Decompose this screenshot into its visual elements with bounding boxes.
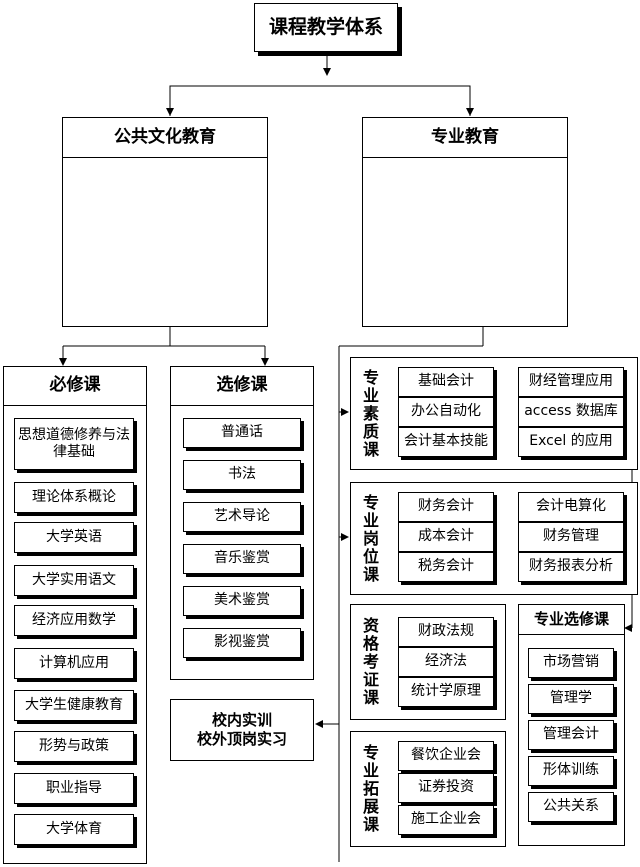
pro-elective-header [518,604,625,635]
quality-course-label: 财经管理应用 [529,373,613,390]
quality-course [398,397,494,427]
post-course [518,492,624,522]
required-course-label: 职业指导 [46,779,102,796]
quality-course-label: Excel 的应用 [529,433,613,450]
certificate-course [398,617,494,647]
post-group-label: 专业岗位课 [360,493,379,584]
quality-course [518,397,624,427]
quality-course-label: 会计基本技能 [404,433,488,450]
required-title: 必修课 [49,375,101,396]
required-header [3,366,147,406]
pro-elective-course [528,720,614,750]
certificate-group-label: 资格考证课 [360,617,379,707]
quality-course-label: 基础会计 [418,373,474,390]
pro-elective-course-label: 管理学 [550,690,592,707]
pro-elective-course [528,684,614,714]
extension-course [398,773,494,803]
quality-course [518,367,624,397]
extension-course [398,741,494,771]
elective-course [183,502,301,532]
post-course-label: 成本会计 [418,528,474,545]
quality-group-label: 专业素质课 [360,368,379,459]
public-education-title: 公共文化教育 [114,126,216,147]
required-course-label: 理论体系概论 [32,488,116,505]
pro-elective-course-label: 形体训练 [543,762,599,779]
required-course [14,418,134,470]
quality-course [398,367,494,397]
extension-course-label: 证券投资 [418,779,474,796]
post-course-label: 会计电算化 [536,498,606,515]
required-course [14,605,134,636]
required-course [14,731,134,762]
post-course [398,552,494,582]
branch-line [169,85,471,116]
root-box [254,3,398,52]
certificate-course-label: 经济法 [425,653,467,670]
post-course [398,522,494,552]
post-course [518,552,624,582]
elective-course-label: 书法 [228,466,256,483]
required-course-label: 经济应用数学 [32,611,116,628]
extension-group-label: 专业拓展课 [360,744,379,834]
certificate-course-label: 统计学原理 [411,683,481,700]
post-course-label: 税务会计 [418,558,474,575]
quality-course [398,427,494,457]
required-course [14,773,134,804]
root-title: 课程教学体系 [268,15,383,38]
elective-course-label: 普通话 [221,424,263,441]
professional-education-header [362,117,568,158]
certificate-course [398,647,494,677]
required-course-label: 大学实用语文 [32,571,116,588]
elective-course-label: 音乐鉴赏 [214,550,270,567]
certificate-course-label: 财政法规 [418,623,474,640]
required-course-label: 大学体育 [46,820,102,837]
required-course-label: 思想道德修养与法律基础 [18,426,130,461]
extension-course-label: 施工企业会 [411,811,481,828]
pro-elective-course-label: 公共关系 [543,798,599,815]
post-course-label: 财务管理 [543,528,599,545]
pro-elective-course-label: 市场营销 [543,654,599,671]
extension-course-label: 餐饮企业会 [411,747,481,764]
pro-elective-title: 专业选修课 [533,610,609,629]
extension-course [398,805,494,835]
elective-course [183,460,301,490]
pro-elective-course [528,648,614,678]
post-course [398,492,494,522]
required-course [14,565,134,596]
professional-education-title: 专业教育 [431,126,499,147]
practice-text: 校内实训 校外顶岗实习 [170,699,314,761]
elective-course-label: 影视鉴赏 [214,634,270,651]
required-course-label: 大学生健康教育 [25,696,123,713]
practice-line2: 校外顶岗实习 [196,730,287,748]
quality-course [518,427,624,457]
required-course [14,522,134,553]
elective-course [183,628,301,658]
required-course-label: 计算机应用 [39,654,109,671]
elective-course-label: 美术鉴赏 [214,592,270,609]
certificate-course [398,677,494,707]
post-course-label: 财务报表分析 [529,558,613,575]
elective-course-label: 艺术导论 [214,508,270,525]
pro-elective-course [528,792,614,822]
elective-course [183,586,301,616]
elective-course [183,544,301,574]
elective-course [183,418,301,448]
quality-course-label: access 数据库 [524,403,618,420]
pro-elective-course-label: 管理会计 [543,726,599,743]
practice-box [170,699,314,761]
pro-elective-course [528,756,614,786]
quality-course-label: 办公自动化 [411,403,481,420]
elective-header [170,366,314,406]
required-course-label: 大学英语 [46,528,102,545]
elective-title: 选修课 [216,375,268,396]
post-course [518,522,624,552]
required-course [14,648,134,679]
required-course [14,482,134,513]
required-course [14,690,134,721]
post-course-label: 财务会计 [418,498,474,515]
required-course-label: 形势与政策 [39,737,109,754]
required-course [14,814,134,845]
practice-line1: 校内实训 [211,711,272,730]
public-education-header [62,117,268,158]
